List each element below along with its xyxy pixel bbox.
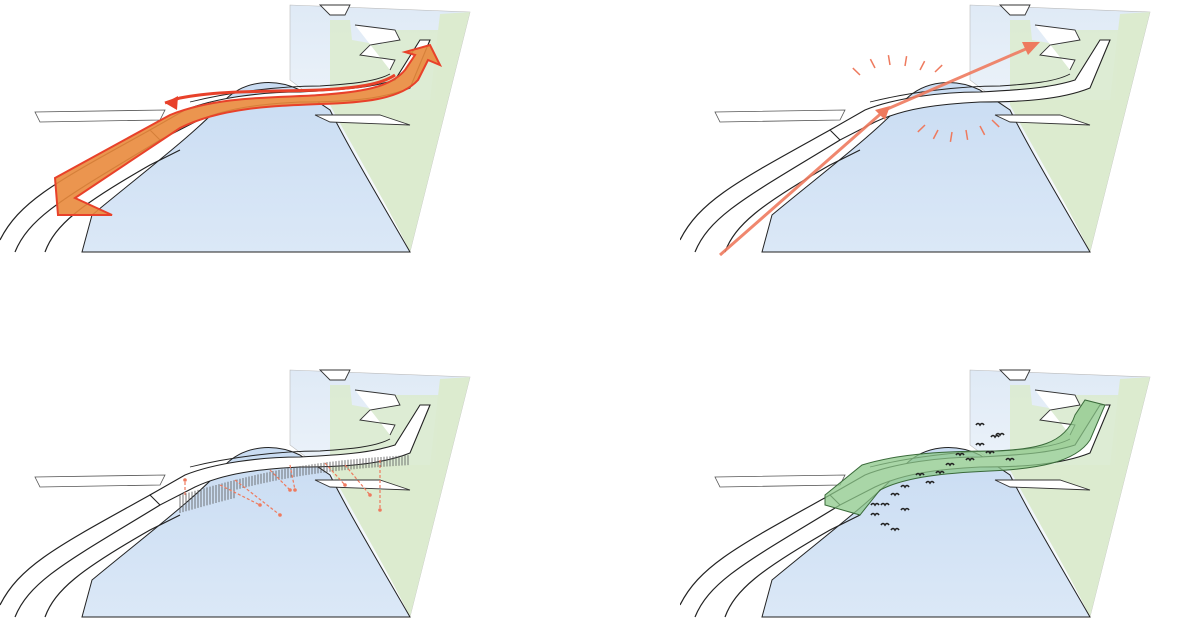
water-area	[81, 447, 411, 618]
pier	[714, 474, 846, 488]
bird-icon	[900, 507, 910, 512]
bird-icon	[995, 432, 1005, 437]
view-burst-line	[934, 64, 943, 73]
bridge-diagram-shading	[0, 369, 471, 618]
shade-arrow	[344, 464, 371, 496]
north-shore	[318, 369, 401, 436]
bird-icon	[975, 422, 985, 427]
bridge-diagram-ecology	[680, 369, 1151, 618]
sightline-arrow	[719, 42, 1040, 257]
south-dock	[994, 479, 1091, 491]
shade-arrow	[219, 484, 261, 506]
shade-arrow-tip	[258, 503, 262, 507]
panel-views	[680, 0, 1200, 260]
panel-ecology	[680, 365, 1200, 625]
shore-path-3	[724, 149, 861, 253]
shade-arrow-tip	[293, 488, 297, 492]
view-burst-line	[887, 55, 891, 66]
bird-icon	[955, 452, 965, 457]
bird-icon	[870, 502, 880, 507]
circulation-arrow-top	[164, 73, 396, 105]
shore-path	[680, 121, 846, 241]
bridge-rail	[189, 438, 391, 468]
shade-arrow-tip	[378, 508, 382, 512]
green-bridge	[824, 399, 1106, 516]
view-burst-line	[979, 125, 986, 136]
shore-path-2	[14, 504, 161, 618]
bridge-diagram-views	[680, 4, 1151, 257]
view-burst-line	[869, 58, 876, 69]
shore-path-3	[724, 514, 861, 618]
pier	[34, 109, 166, 123]
bird-icon	[890, 492, 900, 497]
shade-arrow-tip	[368, 493, 372, 497]
water-area	[761, 82, 1091, 253]
bird-icon	[1005, 457, 1015, 462]
bird-icon	[935, 470, 945, 475]
shade-arrow-tip	[288, 488, 292, 492]
south-dock	[994, 114, 1091, 126]
shade-arrow-tip	[278, 513, 282, 517]
shade-arrow	[234, 479, 281, 516]
sightline-arrowhead-lower	[875, 106, 890, 120]
south-dock	[314, 479, 411, 491]
sightline-arrowhead	[1022, 42, 1040, 55]
view-burst-line	[965, 129, 969, 140]
bird-icon	[880, 522, 890, 527]
shore-path-2	[694, 139, 841, 253]
view-burst-line	[904, 56, 908, 67]
panel-circulation	[0, 0, 520, 260]
view-burst-line	[852, 67, 861, 76]
bird-icon	[890, 527, 900, 532]
bird-icon	[870, 512, 880, 517]
arrowhead-left	[165, 96, 178, 110]
bridge-rail	[869, 73, 1071, 103]
shade-arrow-tip	[343, 483, 347, 487]
bird-icon	[915, 472, 925, 477]
bridge-deck	[829, 39, 1111, 141]
shore-path-2	[694, 504, 841, 618]
shore-path	[680, 486, 846, 606]
bird-icon	[945, 462, 955, 467]
north-shore	[318, 4, 401, 71]
bird-icon	[985, 450, 995, 455]
north-shore	[998, 4, 1081, 71]
bird-icon	[925, 480, 935, 485]
water-area	[81, 82, 411, 253]
view-burst-line	[932, 129, 939, 140]
water-area	[761, 447, 1091, 618]
bird-icon	[965, 457, 975, 462]
view-burst-line	[991, 119, 1000, 128]
pier	[714, 109, 846, 123]
view-burst-line	[919, 60, 926, 71]
shade-arrow-tip	[183, 478, 187, 482]
panel-shading	[0, 365, 520, 625]
view-burst-line	[949, 131, 953, 142]
bird-icon	[990, 434, 1000, 439]
shore-path	[0, 486, 166, 606]
bird-icon	[900, 484, 910, 489]
bridge-rail	[189, 73, 391, 103]
circulation-arrow	[53, 43, 443, 216]
circulation-arrow-body	[53, 43, 443, 216]
shore-path-3	[44, 514, 181, 618]
shade-arrow	[289, 464, 296, 491]
pier	[34, 474, 166, 488]
shading-arrows	[179, 455, 409, 517]
bridge-deck	[149, 404, 431, 506]
bridge-diagram-circulation	[0, 4, 471, 253]
bird-icon	[975, 442, 985, 447]
south-dock	[314, 114, 411, 126]
bird-icon	[880, 502, 890, 507]
green-bridge-birds	[824, 399, 1106, 532]
view-burst-line	[917, 124, 926, 133]
